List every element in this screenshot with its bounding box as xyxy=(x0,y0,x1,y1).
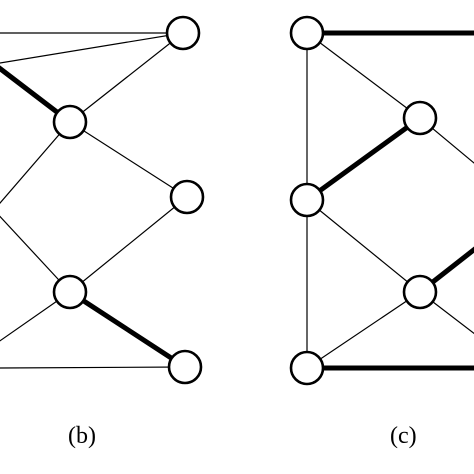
panel-b-edge-10 xyxy=(0,366,186,369)
panel-b-node-1 xyxy=(165,15,201,51)
panel-b-edge-4 xyxy=(0,121,71,204)
panel-c-node-1 xyxy=(289,15,325,51)
panel-c-caption: (c) xyxy=(390,423,417,449)
nodes-layer xyxy=(52,15,438,386)
panel-c-edge-5 xyxy=(304,115,423,203)
panel-c-node-2 xyxy=(402,100,438,136)
edges-layer xyxy=(0,30,474,371)
panel-b-edge-5 xyxy=(69,121,188,198)
panel-c-edge-2 xyxy=(306,32,421,119)
panel-b-node-2 xyxy=(52,104,88,140)
panel-c-node-3 xyxy=(289,182,325,218)
panel-c-node-5 xyxy=(289,350,325,386)
panel-b-edge-1 xyxy=(0,32,184,64)
panel-b-edge-9 xyxy=(67,289,188,370)
panel-b-caption: (b) xyxy=(68,423,96,449)
panel-c-edge-10 xyxy=(306,291,421,369)
panel-b-edge-3 xyxy=(69,32,184,123)
panel-b-edge-6 xyxy=(0,215,71,293)
panel-b-node-3 xyxy=(169,179,205,215)
panel-c-node-4 xyxy=(402,274,438,310)
panel-c-edge-6 xyxy=(306,199,421,293)
panel-b-node-5 xyxy=(167,349,203,385)
panel-b-node-4 xyxy=(52,274,88,310)
panel-b-edge-7 xyxy=(69,196,188,293)
